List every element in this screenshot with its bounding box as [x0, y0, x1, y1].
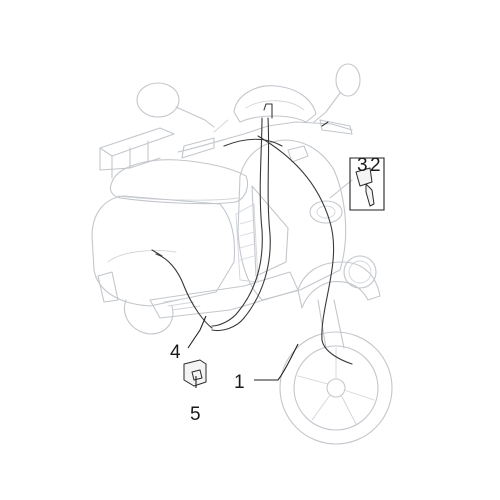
windscreen-inner	[245, 100, 305, 111]
callout-box-2-3	[349, 157, 385, 211]
scooter-outline	[91, 63, 393, 445]
right-mirror	[335, 63, 361, 97]
brake-cable-front	[211, 117, 271, 332]
front-brake-cable	[257, 135, 353, 365]
leg-shield	[237, 139, 347, 301]
right-mirror-stem	[313, 92, 341, 123]
callout-1: 1	[234, 372, 245, 393]
leader-lines	[187, 157, 385, 388]
throttle-cable-top	[223, 138, 283, 147]
side-grille	[235, 203, 259, 283]
seat-seam	[117, 195, 239, 201]
badge	[287, 145, 309, 163]
cable-group	[151, 103, 353, 365]
front-fender	[297, 261, 381, 309]
headlight-lens	[348, 260, 372, 284]
horn-grille	[309, 200, 343, 224]
clip-part	[355, 167, 373, 187]
brake-lever-left	[213, 119, 229, 133]
left-grip	[181, 137, 215, 159]
front-fork	[317, 299, 345, 349]
left-mirror-stem	[175, 106, 215, 128]
front-wheel-spokes	[297, 347, 375, 425]
front-tire-outer	[279, 331, 393, 445]
front-rim	[293, 345, 379, 431]
side-grille-slats	[239, 219, 255, 261]
callout-4: 4	[170, 342, 181, 363]
rear-rack-top	[99, 127, 175, 157]
right-cable-end	[321, 121, 329, 127]
rear-rack-bars	[99, 140, 149, 179]
seat	[109, 159, 249, 205]
screw-part	[365, 183, 375, 207]
leader-4	[187, 315, 207, 349]
callout-2: 2	[370, 155, 381, 176]
clip-position-line	[329, 179, 353, 199]
callout-5: 5	[190, 404, 201, 425]
rear-cable	[155, 253, 213, 329]
speedometer-cable	[211, 117, 263, 327]
leader-1	[254, 343, 299, 381]
headlight	[343, 255, 377, 289]
cable-top-fitting	[263, 103, 273, 119]
windscreen	[233, 85, 317, 123]
rear-wheel	[124, 299, 174, 335]
callout-3: 3	[357, 155, 368, 176]
small-parts	[183, 167, 375, 387]
leg-shield-panel	[251, 185, 289, 277]
horn-grille-inner	[316, 205, 336, 219]
left-mirror	[136, 82, 180, 118]
handlebar	[177, 121, 353, 153]
front-hub	[326, 378, 346, 398]
rear-body	[91, 195, 236, 307]
rear-light	[97, 271, 119, 303]
right-grip	[319, 119, 353, 135]
callout-labels: 1 2 3 4 5	[170, 155, 381, 425]
rear-cable-end	[151, 249, 163, 257]
footboard-ribs	[163, 297, 201, 311]
bracket-hole	[191, 369, 203, 381]
rear-body-crease	[107, 250, 177, 263]
